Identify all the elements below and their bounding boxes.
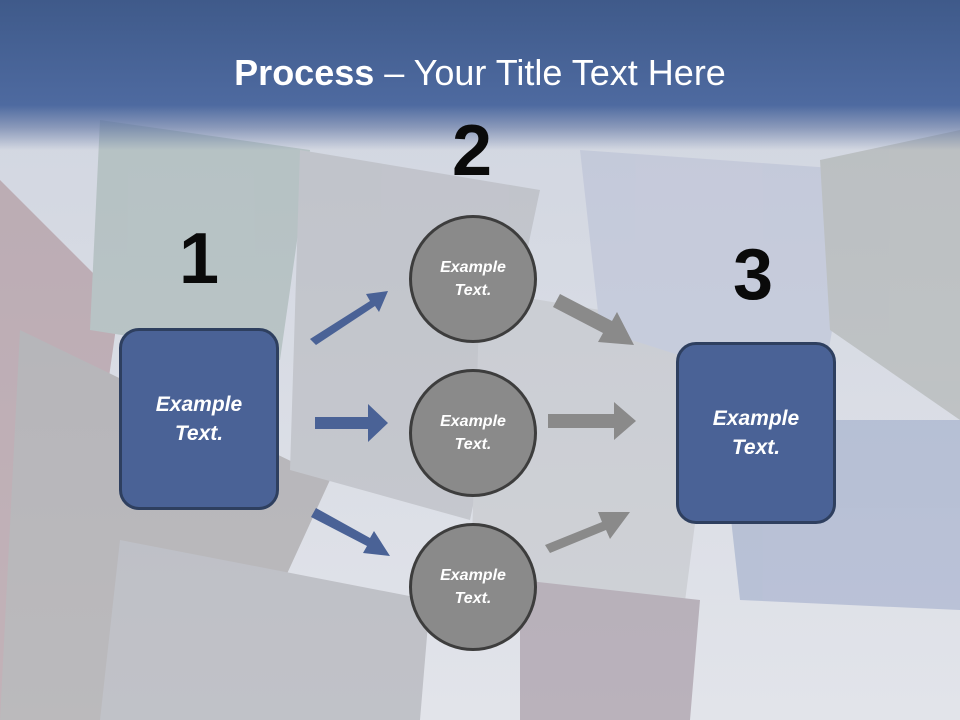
circle-top-line2: Text. [454,282,492,299]
header-band [0,0,960,150]
slide-title: Process – Your Title Text Here [0,52,960,94]
left-box-line2: Text. [174,422,224,445]
left-box-line1: Example [155,393,243,416]
blue-arrow-right [315,404,388,442]
right-box-line2: Text. [731,436,781,459]
right-box-line1: Example [712,407,800,430]
circle-middle-line1: Example [440,413,506,430]
step-number-2: 2 [451,111,493,191]
gray-arrow-up-right [545,512,630,553]
step-number-1: 1 [178,219,220,299]
circle-bottom-line2: Text. [454,590,492,607]
gray-arrow-right [548,402,636,440]
gray-arrow-down-right [553,294,634,345]
blue-arrow-up [310,291,388,345]
step-number-3: 3 [732,235,774,315]
circle-middle-line2: Text. [454,436,492,453]
circle-top-line1: Example [440,259,506,276]
title-rest: – Your Title Text Here [374,52,726,93]
circle-bottom-line1: Example [440,567,506,584]
title-bold: Process [234,52,375,93]
blue-arrow-down [311,508,390,556]
